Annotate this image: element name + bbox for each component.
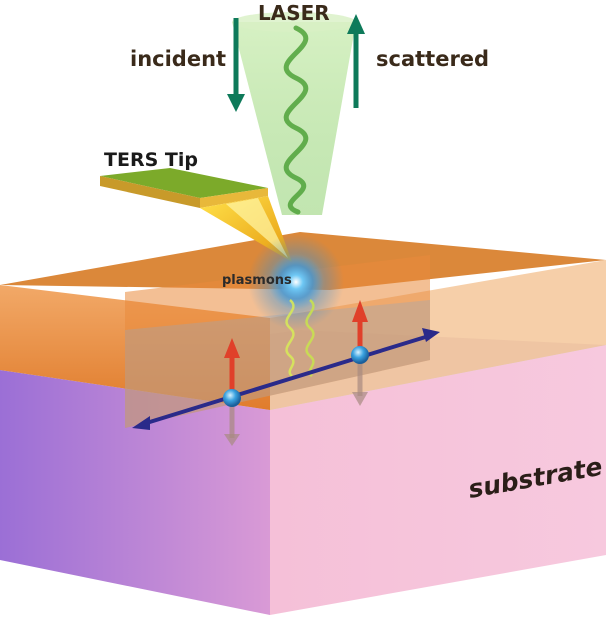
molecular-axis (132, 328, 440, 430)
plasmon-glow (248, 234, 344, 377)
atom-right (351, 346, 369, 364)
scattered-label: scattered (376, 47, 489, 71)
substrate-right-face (270, 345, 606, 615)
laser-wave (283, 25, 309, 215)
laser-beam (232, 12, 356, 215)
raman-wave-1 (285, 299, 295, 377)
axis-arrowhead-left (132, 416, 150, 430)
dipole-right-down-head (352, 392, 368, 406)
dipole-left-up-head (224, 338, 240, 358)
incident-arrow-head (227, 94, 245, 112)
scattered-arrow-head (347, 14, 365, 34)
focus-column (125, 255, 430, 428)
plasmons-label: plasmons (222, 273, 292, 288)
dipole-left-down-head (224, 434, 240, 446)
ters-tip-label: TERS Tip (104, 149, 198, 171)
incident-label: incident (130, 47, 226, 71)
atom-left (223, 389, 241, 407)
laser-cone-top (232, 12, 356, 32)
laser-cone (232, 22, 356, 215)
cantilever-edge (200, 188, 268, 208)
raman-wave-2 (305, 299, 315, 377)
sample-layer (0, 232, 606, 428)
plasmon-halo-inner (268, 254, 324, 310)
axis-arrowhead-right (422, 328, 440, 342)
substrate-front-face (0, 370, 270, 615)
cantilever-top (100, 168, 268, 198)
dipole-right-up-head (352, 300, 368, 322)
laser-label: LASER (258, 1, 330, 25)
incident-arrow (227, 18, 245, 112)
focus-column-shadow (125, 300, 430, 428)
axis-line (139, 333, 433, 427)
dipole-left (223, 338, 241, 446)
scattered-arrow (347, 14, 365, 108)
dipole-right (351, 300, 369, 406)
cantilever-side (100, 176, 200, 208)
